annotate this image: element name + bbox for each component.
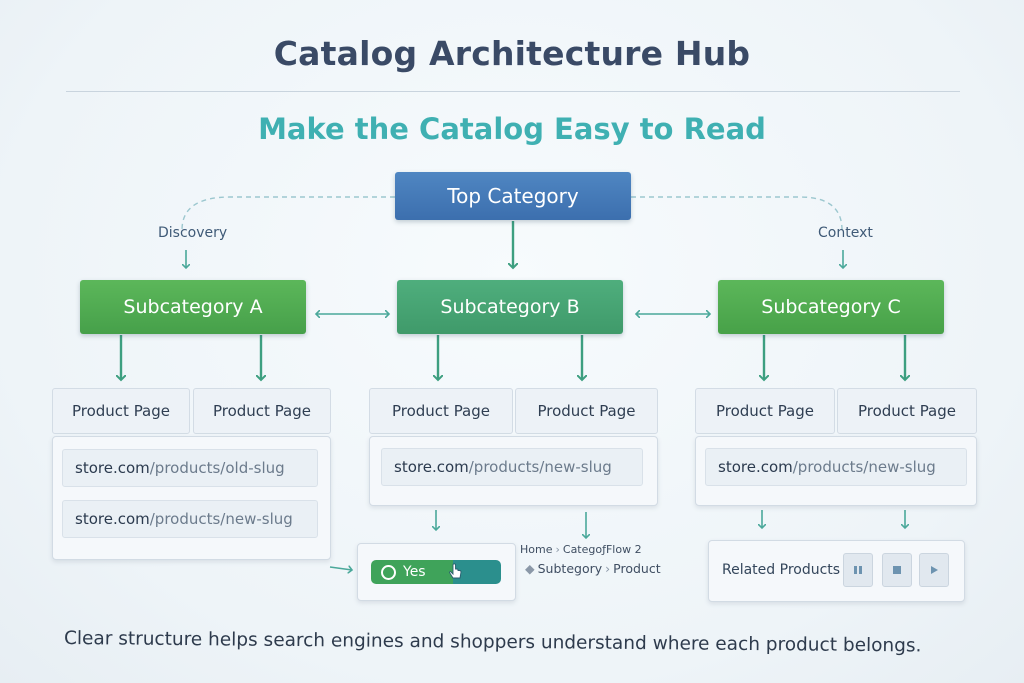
url-row-a-old[interactable]: store.com/products/old-slug (62, 449, 318, 487)
url-row-c-new[interactable]: store.com/products/new-slug (705, 448, 967, 486)
subcategory-b-node[interactable]: Subcategory B (397, 280, 623, 334)
play-icon (931, 566, 938, 574)
breadcrumb-line-2: ◆Subtegory›Product (522, 561, 661, 576)
top-category-node[interactable]: Top Category (395, 172, 631, 220)
hand-cursor-icon (448, 563, 462, 579)
breadcrumb-line-1: Home›CategoƒFlow 2 (520, 543, 642, 556)
toggle-label: Yes (403, 564, 426, 580)
breadcrumb-home[interactable]: Home (520, 543, 553, 556)
dashed-link-discovery (181, 196, 395, 231)
url-domain: store.com (718, 458, 793, 476)
related-products-label: Related Products (722, 562, 841, 578)
subcategory-a-node[interactable]: Subcategory A (80, 280, 306, 334)
yes-toggle-switch[interactable]: Yes (371, 560, 501, 584)
title-divider (66, 91, 960, 92)
url-domain: store.com (75, 459, 150, 477)
product-page-a2[interactable]: Product Page (193, 388, 331, 434)
product-page-c2[interactable]: Product Page (837, 388, 977, 434)
pause-icon (854, 566, 862, 574)
url-path: /products/new-slug (792, 458, 936, 476)
breadcrumb-category[interactable]: CategoƒFlow 2 (562, 543, 642, 556)
bullet-icon: ◆ (525, 561, 535, 576)
breadcrumb-separator: › (605, 561, 611, 576)
edge-label-context: Context (818, 225, 873, 241)
product-page-a1[interactable]: Product Page (52, 388, 190, 434)
product-page-c1[interactable]: Product Page (695, 388, 835, 434)
url-path: /products/new-slug (149, 510, 293, 528)
url-row-b-new[interactable]: store.com/products/new-slug (381, 448, 643, 486)
product-page-b2[interactable]: Product Page (515, 388, 658, 434)
url-domain: store.com (75, 510, 150, 528)
url-domain: store.com (394, 458, 469, 476)
pause-button[interactable] (843, 553, 873, 587)
subcategory-c-node[interactable]: Subcategory C (718, 280, 944, 334)
edge-label-discovery: Discovery (158, 225, 228, 241)
stop-icon (893, 566, 901, 574)
breadcrumb-subcategory[interactable]: Subtegory (537, 561, 603, 576)
breadcrumb-separator: › (555, 543, 560, 556)
breadcrumb-product[interactable]: Product (613, 561, 661, 576)
dashed-link-context (631, 196, 843, 231)
page-title: Catalog Architecture Hub (273, 34, 751, 73)
stop-button[interactable] (882, 553, 912, 587)
circle-icon (381, 564, 396, 580)
url-path: /products/old-slug (149, 459, 285, 477)
url-row-a-new[interactable]: store.com/products/new-slug (62, 500, 318, 538)
play-button[interactable] (919, 553, 949, 587)
url-path: /products/new-slug (468, 458, 612, 476)
page-subtitle: Make the Catalog Easy to Read (258, 112, 766, 146)
product-page-b1[interactable]: Product Page (369, 388, 513, 434)
